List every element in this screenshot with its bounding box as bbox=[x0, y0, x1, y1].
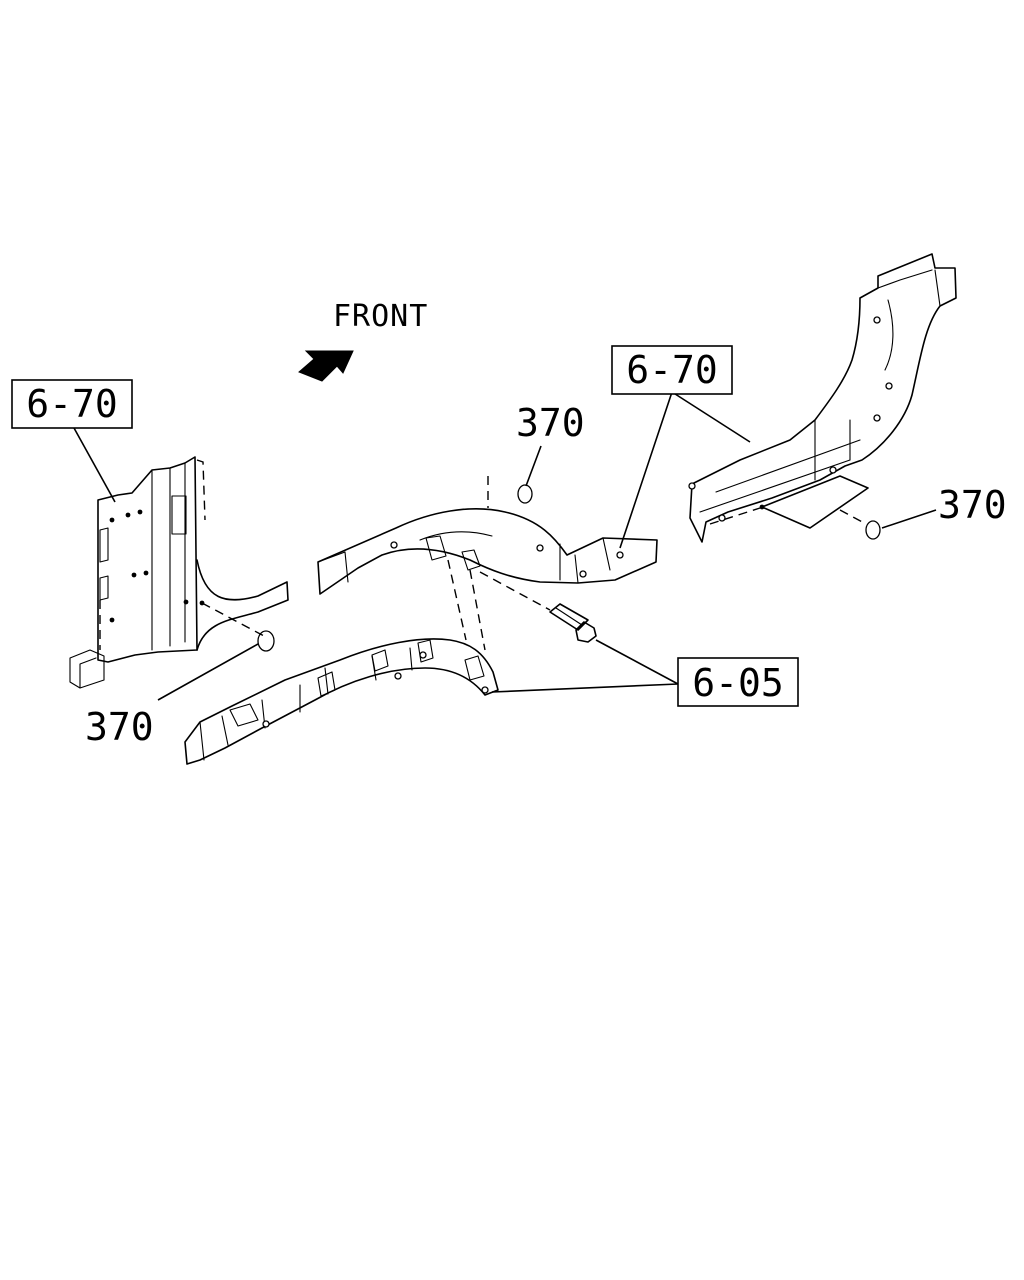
part-number-center[interactable]: 370 bbox=[516, 401, 585, 445]
plug-left-guide bbox=[201, 602, 265, 637]
front-label: FRONT bbox=[333, 299, 428, 334]
plug-370-left bbox=[257, 630, 275, 652]
right-frame bbox=[688, 253, 957, 543]
front-direction-arrow-icon bbox=[298, 350, 354, 382]
part-number-left[interactable]: 370 bbox=[85, 705, 154, 749]
callout-ref-right[interactable]: 6-70 bbox=[611, 345, 733, 395]
ref-label-bottom: 6-05 bbox=[692, 661, 784, 705]
leader-lines bbox=[73, 391, 937, 701]
ref-label-right: 6-70 bbox=[626, 348, 718, 392]
bolt bbox=[479, 571, 597, 643]
callout-ref-bottom[interactable]: 6-05 bbox=[677, 657, 799, 707]
center-rail bbox=[317, 476, 658, 595]
part-number-right[interactable]: 370 bbox=[938, 483, 1007, 527]
plug-370-center bbox=[517, 484, 533, 504]
lower-curved-rail bbox=[184, 559, 499, 765]
plug-370-right bbox=[865, 520, 881, 540]
callout-ref-left[interactable]: 6-70 bbox=[11, 379, 133, 429]
left-pillar-panel bbox=[69, 456, 289, 689]
ref-label-left: 6-70 bbox=[26, 382, 118, 426]
